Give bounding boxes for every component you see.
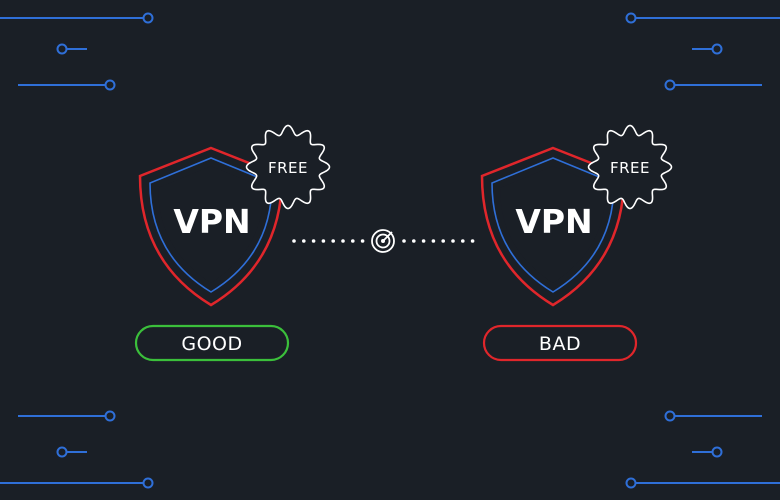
connector-dot xyxy=(341,239,345,243)
connector-dot xyxy=(451,239,455,243)
circuit-decoration-bottom-left xyxy=(0,410,154,489)
connector-dot xyxy=(351,239,355,243)
circuit-decoration-top-right xyxy=(625,12,780,91)
connector-dot xyxy=(292,239,296,243)
circuit-decoration-bottom-right xyxy=(625,410,780,489)
connector-dot xyxy=(402,239,406,243)
connector-dot xyxy=(331,239,336,243)
connector-dot xyxy=(412,239,416,243)
right-free-badge: FREE xyxy=(587,124,673,210)
connector-dot xyxy=(360,239,365,243)
right-bad-label: BAD xyxy=(539,333,581,355)
left-good-label: GOOD xyxy=(181,333,242,355)
radar-icon xyxy=(371,229,395,253)
right-shield-icon xyxy=(480,146,626,307)
left-vpn-card: VPN FREE GOOD xyxy=(134,124,331,362)
connector-dot xyxy=(421,239,426,243)
connector-dot xyxy=(441,239,446,243)
right-vpn-label: VPN xyxy=(515,202,592,241)
left-vpn-label: VPN xyxy=(173,202,250,241)
connector-dot xyxy=(470,239,475,243)
right-bad-pill: BAD xyxy=(482,324,638,362)
left-good-pill: GOOD xyxy=(134,324,290,362)
connector-dot xyxy=(461,239,465,243)
connector-dot xyxy=(302,239,306,243)
circuit-decoration-top-left xyxy=(0,12,154,91)
connector-dot xyxy=(431,239,436,243)
left-shield-icon xyxy=(138,146,284,307)
right-vpn-card: VPN FREE BAD xyxy=(480,124,673,362)
connector-dot xyxy=(311,239,316,243)
right-free-text: FREE xyxy=(610,159,650,177)
connector-dot xyxy=(321,239,326,243)
connector-dots xyxy=(292,239,475,243)
left-free-badge: FREE xyxy=(245,124,331,210)
left-free-text: FREE xyxy=(268,159,308,177)
